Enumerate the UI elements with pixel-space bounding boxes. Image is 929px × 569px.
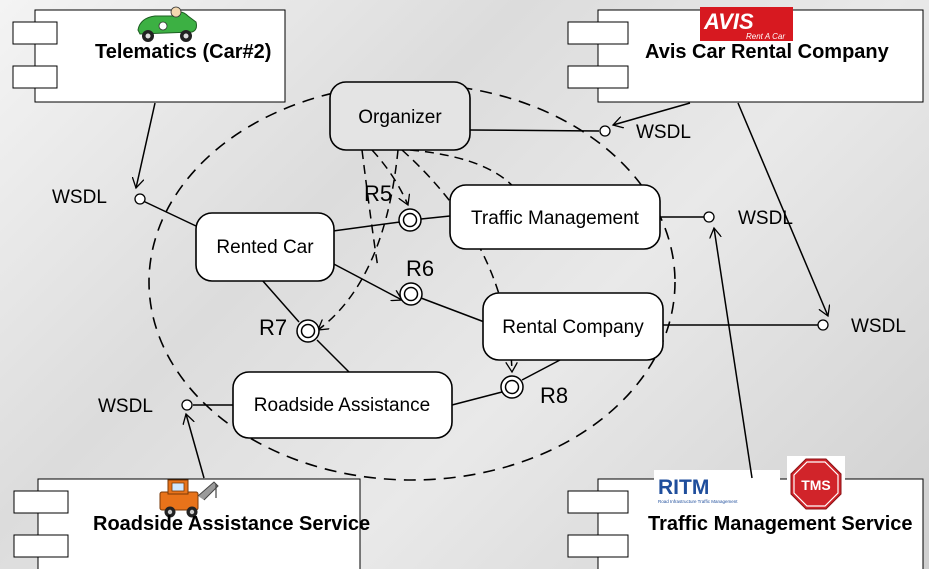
- roadside-service-component[interactable]: Roadside Assistance Service: [13, 478, 370, 569]
- wsdl-traffic-label: WSDL: [738, 208, 793, 229]
- wsdl-interface-rental[interactable]: WSDL: [817, 316, 906, 337]
- traffic-service-title: Traffic Management Service: [648, 513, 913, 535]
- wsdl-roadside-label: WSDL: [98, 396, 153, 417]
- rented-car-role[interactable]: Rented Car: [195, 212, 335, 282]
- port-r6-label: R6: [406, 256, 434, 281]
- port-r8-label: R8: [540, 383, 568, 408]
- port-r5[interactable]: [398, 208, 422, 232]
- ritm-logo: RITM Road Infrastructure Traffic Managem…: [654, 470, 780, 508]
- wsdl-avis-label: WSDL: [636, 122, 691, 143]
- svg-text:Organizer: Organizer: [358, 107, 442, 128]
- wsdl-rental-label: WSDL: [851, 316, 906, 337]
- roadside-service-title: Roadside Assistance Service: [93, 513, 370, 535]
- tms-stop-sign-logo: TMS: [787, 456, 845, 510]
- avis-component[interactable]: AVIS Rent A Car Avis Car Rental Company: [567, 7, 924, 103]
- port-r7[interactable]: [296, 319, 320, 343]
- wsdl-interface-telematics[interactable]: WSDL: [52, 187, 146, 208]
- svg-text:RITM: RITM: [658, 476, 709, 499]
- port-r6[interactable]: [399, 282, 423, 306]
- wsdl-telematics-label: WSDL: [52, 187, 107, 208]
- port-r7-label: R7: [259, 315, 287, 340]
- race-car-icon: [137, 6, 197, 42]
- svg-text:Rental Company: Rental Company: [502, 317, 644, 338]
- traffic-service-component[interactable]: RITM Road Infrastructure Traffic Managem…: [567, 456, 924, 569]
- organizer-role[interactable]: Organizer: [329, 81, 471, 151]
- traffic-management-role[interactable]: Traffic Management: [449, 184, 661, 250]
- svg-text:Roadside Assistance: Roadside Assistance: [254, 395, 430, 416]
- port-r5-label: R5: [364, 181, 392, 206]
- roadside-assistance-role[interactable]: Roadside Assistance: [232, 371, 453, 439]
- svg-text:Rent A Car: Rent A Car: [746, 32, 785, 41]
- wsdl-interface-traffic[interactable]: WSDL: [703, 208, 793, 229]
- svg-text:Road Infrastructure Traffic Ma: Road Infrastructure Traffic Management: [658, 499, 738, 504]
- connectors: [136, 102, 828, 479]
- tow-truck-icon: [159, 479, 219, 518]
- avis-title: Avis Car Rental Company: [645, 41, 890, 63]
- rental-company-role[interactable]: Rental Company: [482, 292, 664, 361]
- telematics-title: Telematics (Car#2): [95, 41, 271, 63]
- svg-text:Traffic Management: Traffic Management: [471, 208, 640, 229]
- port-r8[interactable]: [500, 375, 524, 399]
- telematics-component[interactable]: Telematics (Car#2): [12, 6, 286, 103]
- svg-text:TMS: TMS: [801, 477, 831, 493]
- wsdl-interface-avis[interactable]: WSDL: [599, 122, 691, 143]
- wsdl-interface-roadside[interactable]: WSDL: [98, 396, 193, 417]
- avis-logo: AVIS Rent A Car: [700, 7, 793, 41]
- svg-text:AVIS: AVIS: [703, 9, 754, 34]
- svg-text:Rented Car: Rented Car: [216, 237, 314, 258]
